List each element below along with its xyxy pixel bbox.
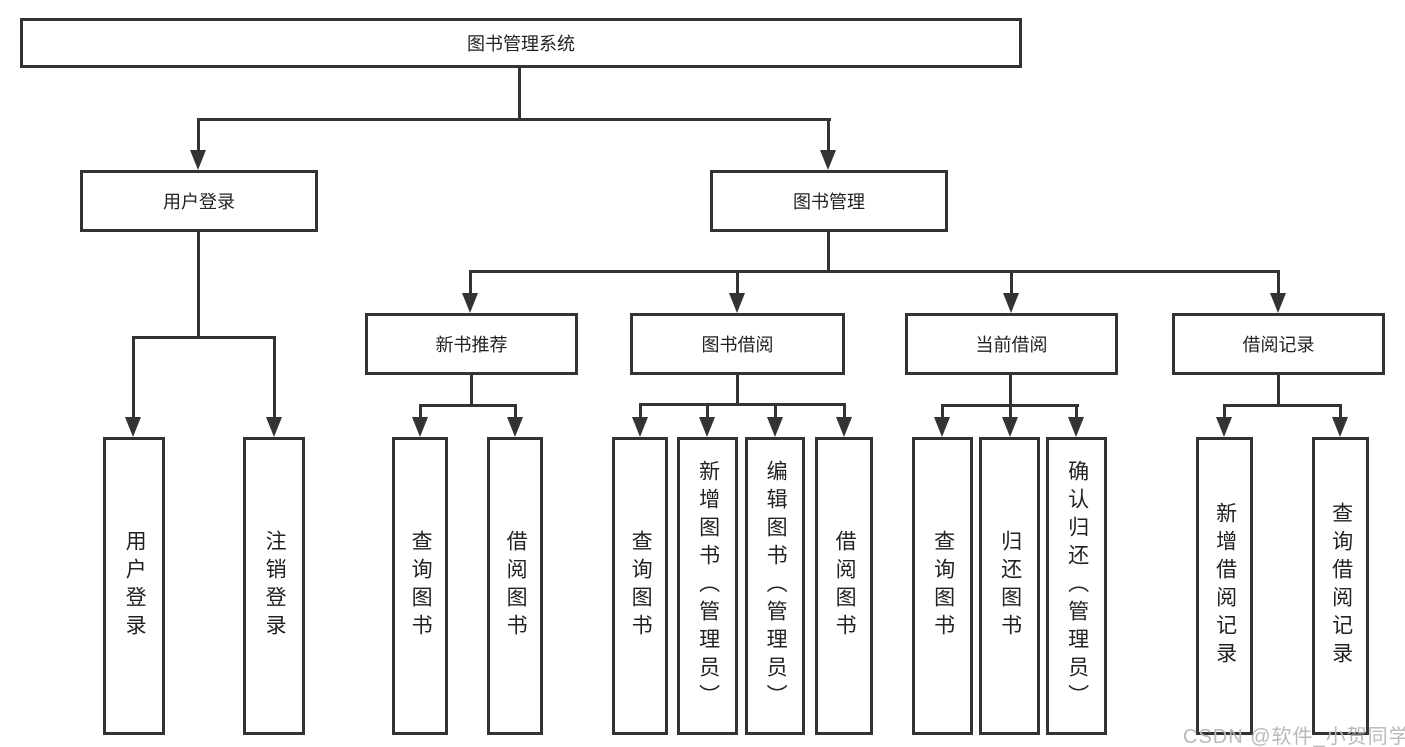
node-book-borrow: 图书借阅 [630, 313, 845, 375]
connector-drop-borrow-edit [774, 403, 777, 419]
connector-drop-book-management [827, 118, 830, 152]
node-user-login: 用户登录 [80, 170, 318, 232]
leaf-borrow-borrow: 借阅图书 [815, 437, 873, 735]
connector-bookborrow-hbar [639, 403, 846, 406]
connector-drop-record-query [1339, 404, 1342, 419]
arrow-down-icon [699, 417, 715, 437]
arrow-down-icon [934, 417, 950, 437]
arrow-down-icon [1332, 417, 1348, 437]
leaf-record-add: 新增借阅记录 [1196, 437, 1253, 735]
connector-drop-newbook [469, 270, 472, 295]
connector-drop-newbook-borrow [514, 404, 517, 419]
node-borrow-record-label: 借阅记录 [1242, 335, 1315, 355]
leaf-borrow-borrow-label: 借阅图书 [833, 530, 857, 642]
connector-drop-record-add [1223, 404, 1226, 419]
node-user-login-label: 用户登录 [163, 192, 235, 212]
leaf-borrow-query-label: 查询图书 [629, 530, 653, 642]
connector-drop-bookborrow [736, 270, 739, 295]
connector-current-stem [1009, 375, 1012, 406]
connector-drop-leaf-logout [273, 336, 276, 419]
connector-drop-leaf-login [132, 336, 135, 419]
connector-record-stem [1277, 375, 1280, 406]
arrow-down-icon [1216, 417, 1232, 437]
connector-drop-borrowrecord [1277, 270, 1280, 295]
arrow-down-icon [190, 150, 206, 170]
leaf-current-query: 查询图书 [912, 437, 973, 735]
leaf-record-query: 查询借阅记录 [1312, 437, 1369, 735]
node-borrow-record: 借阅记录 [1172, 313, 1385, 375]
node-book-management: 图书管理 [710, 170, 948, 232]
connector-root-stem [518, 68, 521, 120]
leaf-newbook-borrow: 借阅图书 [487, 437, 543, 735]
leaf-logout-label: 注销登录 [263, 530, 287, 642]
arrow-down-icon [412, 417, 428, 437]
node-book-management-label: 图书管理 [793, 192, 865, 212]
arrow-down-icon [125, 417, 141, 437]
leaf-borrow-query: 查询图书 [612, 437, 668, 735]
leaf-borrow-add-admin: 新增图书（管理员） [677, 437, 738, 735]
connector-bookborrow-stem [736, 375, 739, 406]
node-current-borrow: 当前借阅 [905, 313, 1118, 375]
node-book-borrow-label: 图书借阅 [701, 335, 774, 355]
leaf-current-confirm-admin-label: 确认归还（管理员） [1065, 460, 1089, 712]
leaf-current-return-label: 归还图书 [998, 530, 1022, 642]
leaf-current-confirm-admin: 确认归还（管理员） [1046, 437, 1107, 735]
leaf-newbook-query-label: 查询图书 [409, 530, 433, 642]
connector-record-hbar [1223, 404, 1342, 407]
arrow-down-icon [729, 293, 745, 313]
connector-bookmgmt-hbar [469, 270, 1280, 273]
leaf-borrow-edit-admin: 编辑图书（管理员） [745, 437, 805, 735]
arrow-down-icon [1270, 293, 1286, 313]
arrow-down-icon [632, 417, 648, 437]
arrow-down-icon [1002, 417, 1018, 437]
connector-drop-currentborrow [1010, 270, 1013, 295]
leaf-borrow-add-admin-label: 新增图书（管理员） [696, 460, 720, 712]
leaf-current-return: 归还图书 [979, 437, 1040, 735]
leaf-record-add-label: 新增借阅记录 [1213, 502, 1237, 670]
connector-root-hbar [197, 118, 831, 121]
leaf-user-login-label: 用户登录 [123, 530, 147, 642]
leaf-logout: 注销登录 [243, 437, 305, 735]
connector-newbook-stem [470, 375, 473, 407]
arrow-down-icon [507, 417, 523, 437]
leaf-newbook-borrow-label: 借阅图书 [504, 530, 528, 642]
csdn-watermark: CSDN @软件_小贺同学 [1183, 726, 1405, 747]
arrow-down-icon [820, 150, 836, 170]
arrow-down-icon [266, 417, 282, 437]
arrow-down-icon [462, 293, 478, 313]
arrow-down-icon [836, 417, 852, 437]
connector-drop-user-login [197, 118, 200, 152]
node-root-label: 图书管理系统 [467, 34, 575, 54]
node-current-borrow-label: 当前借阅 [975, 335, 1048, 355]
connector-drop-newbook-query [419, 404, 422, 419]
node-new-book-recommend: 新书推荐 [365, 313, 578, 375]
connector-drop-borrow-add [706, 403, 709, 419]
connector-drop-borrow-query [639, 403, 642, 419]
arrow-down-icon [1003, 293, 1019, 313]
connector-drop-current-return [1009, 404, 1012, 419]
leaf-current-query-label: 查询图书 [931, 530, 955, 642]
connector-drop-current-query [941, 404, 944, 419]
arrow-down-icon [767, 417, 783, 437]
node-root-system: 图书管理系统 [20, 18, 1022, 68]
leaf-user-login: 用户登录 [103, 437, 165, 735]
node-new-book-recommend-label: 新书推荐 [435, 335, 508, 355]
connector-drop-current-confirm [1075, 404, 1078, 419]
connector-bookmgmt-stem [827, 232, 830, 273]
connector-userlogin-stem [197, 232, 200, 339]
leaf-record-query-label: 查询借阅记录 [1329, 502, 1353, 670]
connector-userlogin-hbar [132, 336, 276, 339]
leaf-borrow-edit-admin-label: 编辑图书（管理员） [764, 460, 788, 712]
leaf-newbook-query: 查询图书 [392, 437, 448, 735]
arrow-down-icon [1068, 417, 1084, 437]
connector-drop-borrow-borrow [843, 403, 846, 419]
connector-newbook-hbar [419, 404, 517, 407]
